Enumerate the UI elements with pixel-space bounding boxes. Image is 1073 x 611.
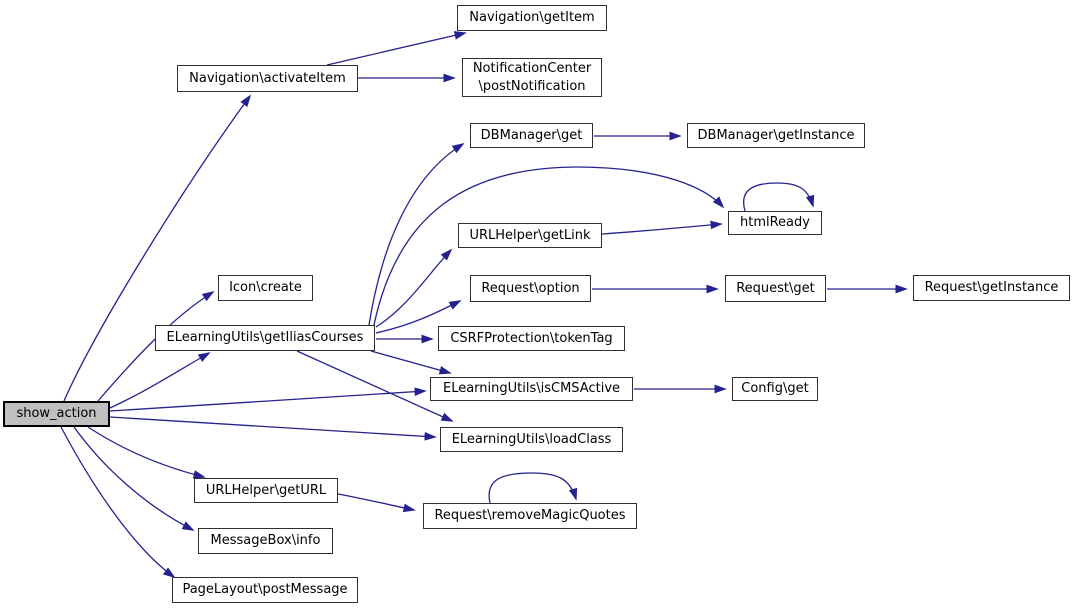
node-csrfprotection-tokentag[interactable]: CSRFProtection\tokenTag	[438, 326, 625, 351]
node-label: Navigation\activateItem	[189, 70, 346, 86]
node-elearningutils-getiliascourses[interactable]: ELearningUtils\getIliasCourses	[155, 325, 375, 351]
node-elearningutils-iscmsactive[interactable]: ELearningUtils\isCMSActive	[430, 377, 633, 401]
edge-show_action-elearningutils_loadclass	[109, 416, 437, 441]
node-label: URLHelper\getLink	[469, 227, 591, 243]
node-dbmanager-get[interactable]: DBManager\get	[470, 123, 593, 148]
node-elearningutils-loadclass[interactable]: ELearningUtils\loadClass	[440, 427, 623, 452]
node-navigation-activateitem[interactable]: Navigation\activateItem	[177, 65, 358, 92]
node-config-get[interactable]: Config\get	[732, 377, 818, 401]
node-label: NotificationCenter \postNotification	[472, 60, 592, 94]
node-label: Config\get	[741, 381, 809, 397]
node-label: show_action	[16, 406, 97, 422]
node-label: DBManager\getInstance	[697, 127, 855, 143]
edge-elearningutils_getiliascourses-urlhelper_getlink	[375, 248, 453, 328]
node-label: MessageBox\info	[210, 533, 321, 549]
edge-show_action-elearningutils_getiliascourses	[109, 352, 211, 409]
node-label: CSRFProtection\tokenTag	[450, 330, 613, 346]
node-messagebox-info[interactable]: MessageBox\info	[198, 528, 333, 554]
node-urlhelper-geturl[interactable]: URLHelper\getURL	[194, 478, 338, 503]
node-label: Navigation\getItem	[469, 10, 595, 26]
node-label: Request\get	[736, 280, 815, 296]
node-request-removemagicquotes[interactable]: Request\removeMagicQuotes	[423, 503, 637, 529]
edge-elearningutils_getiliascourses-elearningutils_iscmsactive	[370, 350, 452, 375]
edge-show_action-elearningutils_iscmsactive	[109, 387, 427, 412]
node-label: Request\removeMagicQuotes	[434, 508, 626, 524]
edge-elearningutils_getiliascourses-dbmanager_get	[368, 143, 465, 326]
node-label: ELearningUtils\getIliasCourses	[166, 330, 364, 346]
node-label: Request\getInstance	[924, 280, 1059, 296]
edge-show_action-navigation_activateitem	[63, 94, 252, 402]
node-notificationcenter-postnotification[interactable]: NotificationCenter \postNotification	[462, 58, 602, 97]
node-request-get[interactable]: Request\get	[725, 275, 826, 302]
edge-elearningutils_getiliascourses-elearningutils_loadclass	[296, 350, 454, 422]
edge-htmlready-self-loop	[743, 182, 815, 212]
node-urlhelper-getlink[interactable]: URLHelper\getLink	[458, 223, 602, 248]
node-request-option[interactable]: Request\option	[470, 275, 591, 302]
node-label: Request\option	[481, 280, 580, 296]
edge-request_removemagicquotes-self-loop	[488, 472, 578, 504]
node-label: ELearningUtils\isCMSActive	[442, 381, 621, 397]
node-dbmanager-getinstance[interactable]: DBManager\getInstance	[687, 123, 865, 148]
node-label: Icon\create	[229, 280, 302, 296]
node-label: URLHelper\getURL	[205, 482, 327, 498]
node-label: ELearningUtils\loadClass	[451, 431, 612, 447]
node-icon-create[interactable]: Icon\create	[218, 275, 313, 301]
edge-elearningutils_getiliascourses-request_option	[375, 300, 462, 334]
node-pagelayout-postmessage[interactable]: PageLayout\postMessage	[172, 577, 358, 603]
edge-show_action-icon_create	[97, 291, 215, 402]
node-htmlready[interactable]: htmlReady	[728, 211, 822, 235]
edge-show_action-pagelayout_postmessage	[60, 426, 176, 579]
edge-show_action-urlhelper_geturl	[87, 426, 206, 479]
node-label: DBManager\get	[480, 127, 583, 143]
edge-show_action-messagebox_info	[73, 426, 195, 531]
edge-urlhelper_getlink-htmlready	[601, 220, 723, 235]
node-label: htmlReady	[740, 215, 810, 231]
edge-navigation_activateitem-navigation_getitem	[326, 31, 467, 66]
node-request-getinstance[interactable]: Request\getInstance	[913, 275, 1070, 301]
node-show-action: show_action	[3, 401, 110, 427]
edge-elearningutils_getiliascourses-htmlready	[373, 166, 725, 326]
edge-urlhelper_geturl-request_removemagicquotes	[337, 493, 416, 513]
node-label: PageLayout\postMessage	[182, 582, 348, 598]
node-navigation-getitem[interactable]: Navigation\getItem	[457, 5, 607, 31]
